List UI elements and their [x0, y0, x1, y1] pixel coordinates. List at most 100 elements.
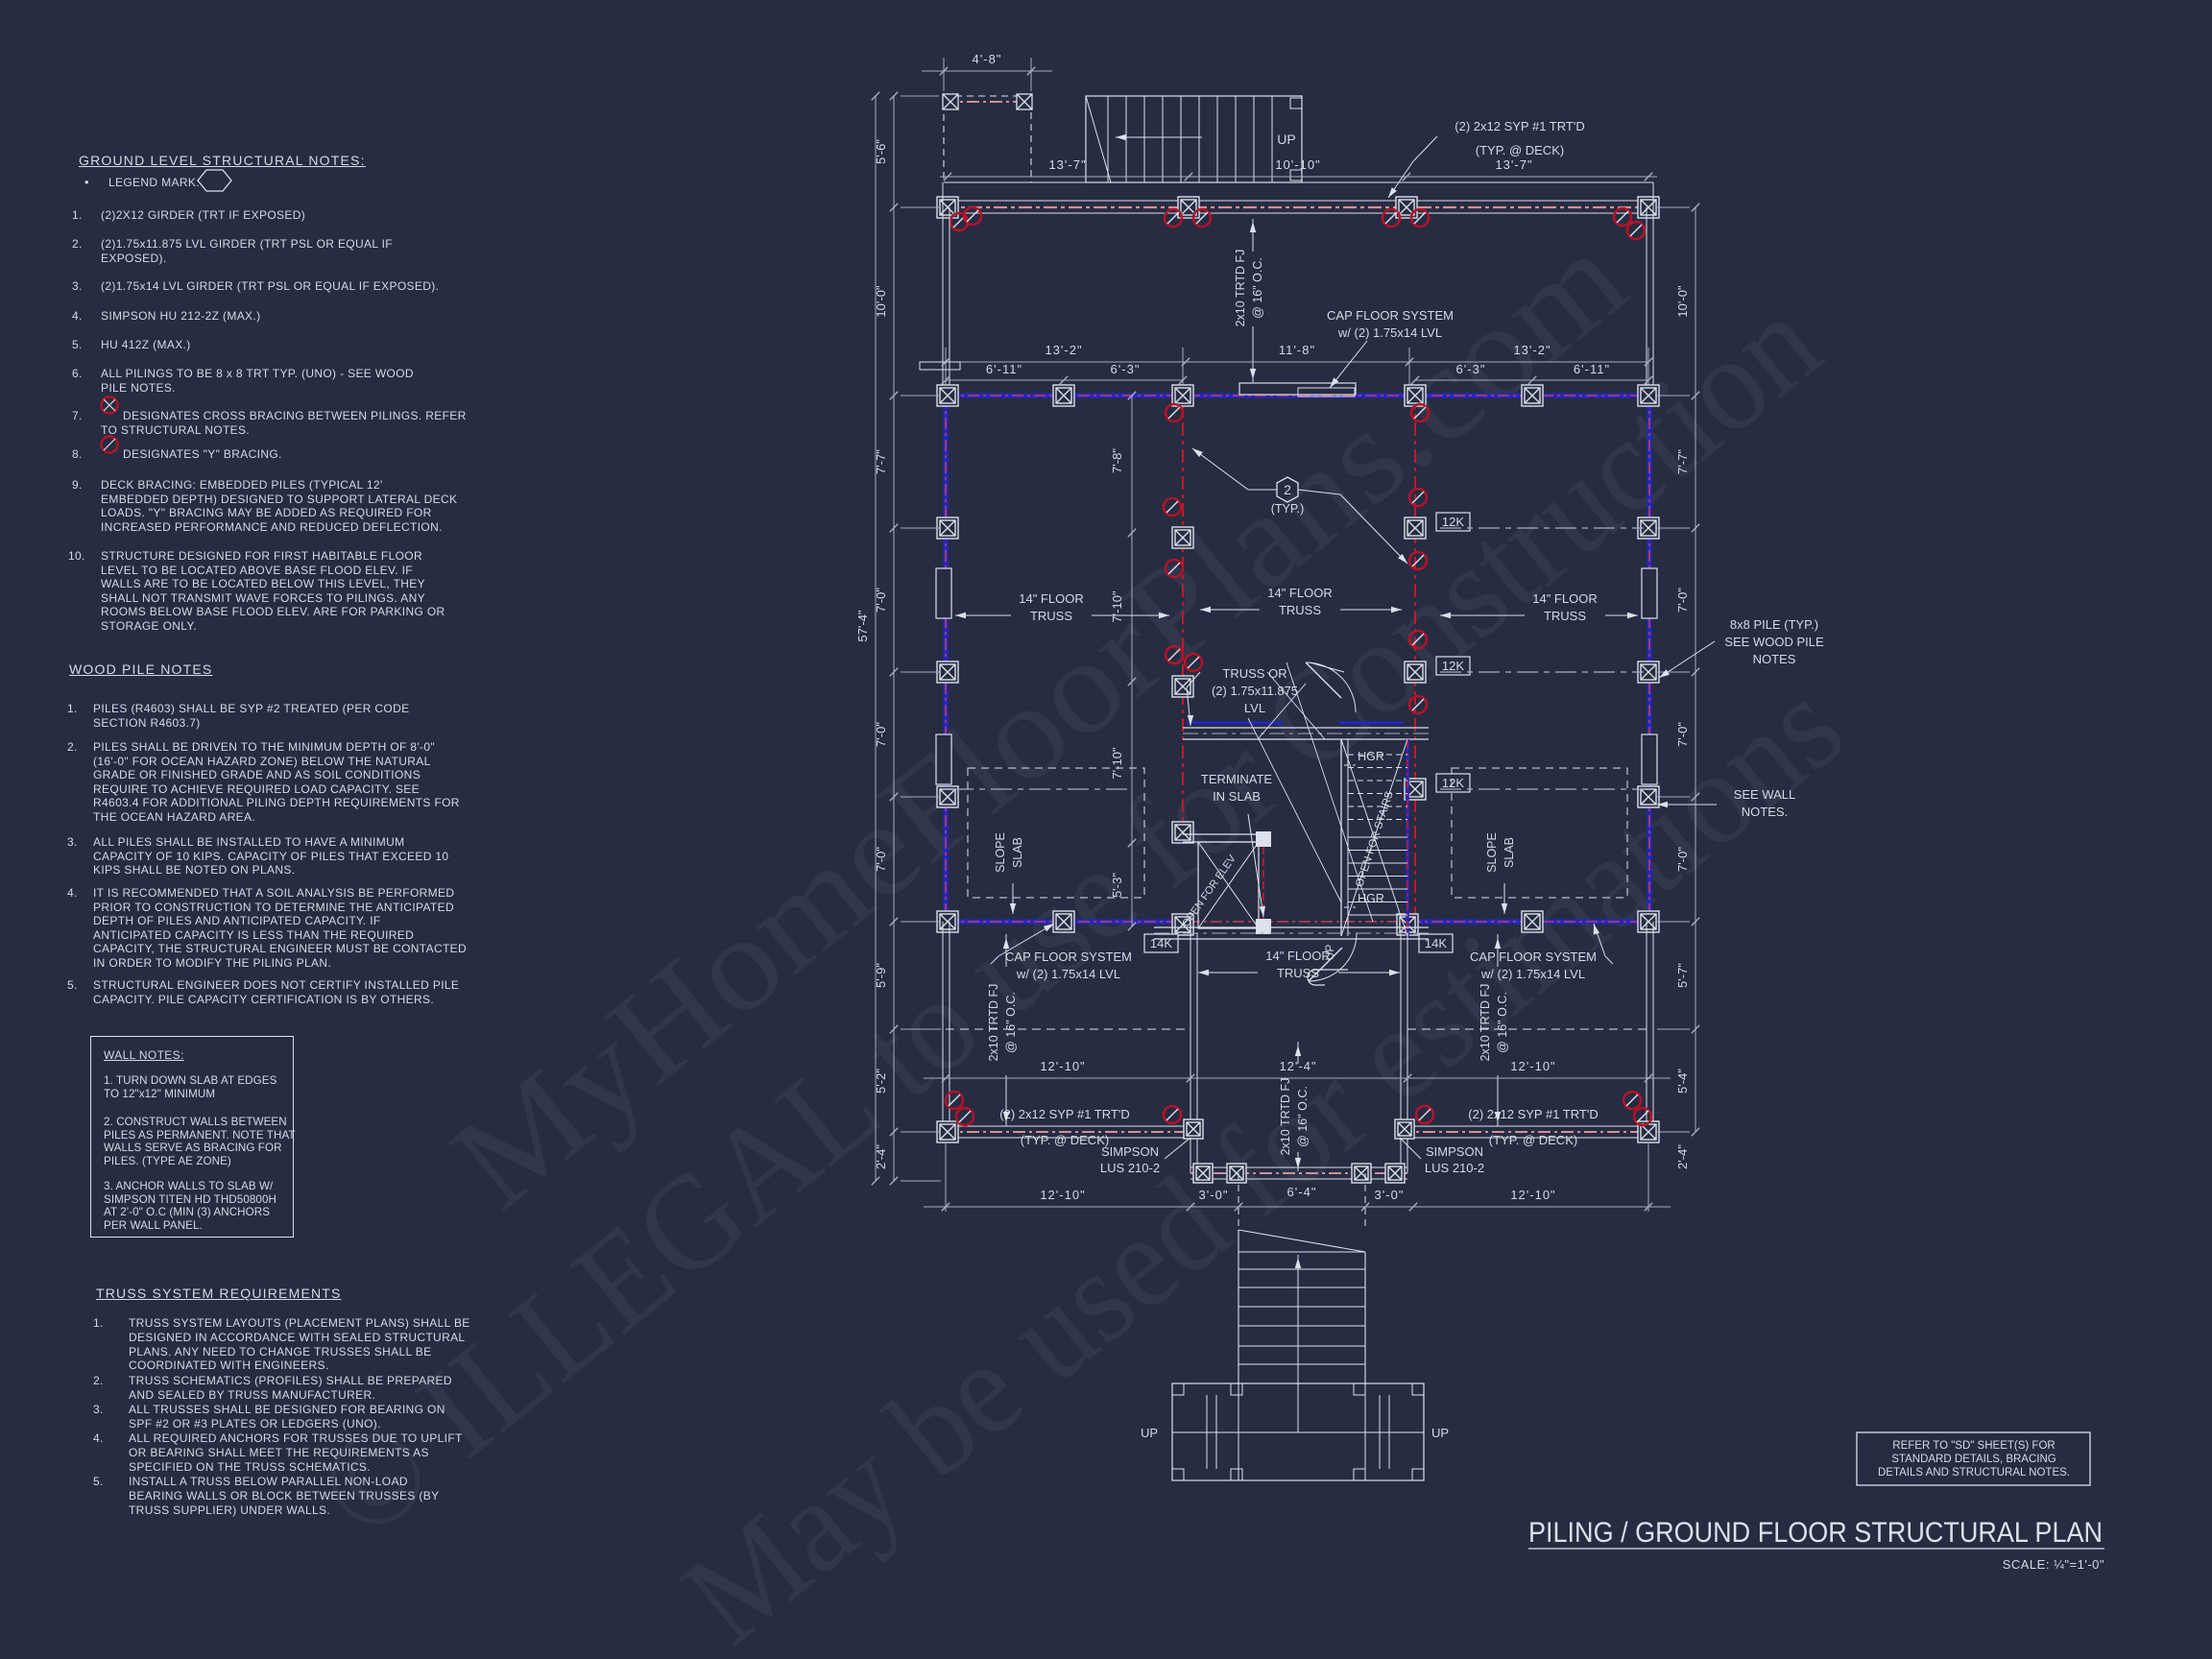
svg-text:(2) 1.75x11.875: (2) 1.75x11.875	[1212, 684, 1298, 698]
svg-text:7'-0": 7'-0"	[874, 588, 888, 613]
svg-text:12'-10": 12'-10"	[1510, 1059, 1555, 1073]
svg-text:PILING / GROUND FLOOR STRUCTUR: PILING / GROUND FLOOR STRUCTURAL PLAN	[1528, 1517, 2103, 1549]
svg-text:@ 16" O.C.: @ 16" O.C.	[1004, 992, 1018, 1053]
svg-text:3'-0": 3'-0"	[1375, 1188, 1405, 1202]
svg-text:SCALE: ¼"=1'-0": SCALE: ¼"=1'-0"	[2003, 1557, 2104, 1572]
svg-text:2x10 TRTD FJ: 2x10 TRTD FJ	[1279, 1078, 1292, 1156]
svg-text:SEE WOOD PILE: SEE WOOD PILE	[1724, 635, 1824, 649]
svg-text:SLAB: SLAB	[1503, 837, 1516, 868]
svg-text:DETAILS AND STRUCTURAL NOTES.: DETAILS AND STRUCTURAL NOTES.	[1878, 1467, 2070, 1479]
svg-text:@ 16" O.C.: @ 16" O.C.	[1251, 257, 1264, 319]
svg-text:STANDARD DETAILS, BRACING: STANDARD DETAILS, BRACING	[1891, 1454, 2056, 1465]
svg-text:5'-6": 5'-6"	[874, 139, 888, 164]
svg-text:57'-4": 57'-4"	[855, 610, 870, 642]
svg-text:2x10 TRTD FJ: 2x10 TRTD FJ	[1234, 250, 1247, 327]
svg-text:12'-4": 12'-4"	[1279, 1059, 1316, 1073]
svg-text:7'-7": 7'-7"	[1675, 449, 1690, 474]
svg-text:@ 16" O.C.: @ 16" O.C.	[1496, 992, 1509, 1053]
svg-text:2: 2	[1284, 482, 1291, 497]
svg-text:CAP FLOOR SYSTEM: CAP FLOOR SYSTEM	[1005, 950, 1132, 964]
svg-text:LVL: LVL	[1244, 701, 1265, 715]
svg-text:TRUSS: TRUSS	[1030, 609, 1072, 623]
svg-text:OPEN FOR STAIRS: OPEN FOR STAIRS	[1354, 789, 1396, 888]
svg-text:5'-3": 5'-3"	[1110, 873, 1124, 898]
svg-text:4'-8": 4'-8"	[973, 52, 1002, 66]
svg-text:7'-0": 7'-0"	[874, 847, 888, 872]
svg-text:14" FLOOR: 14" FLOOR	[1267, 586, 1332, 600]
svg-text:2'-4": 2'-4"	[874, 1144, 888, 1169]
svg-text:(2) 2x12 SYP #1 TRT'D: (2) 2x12 SYP #1 TRT'D	[1468, 1107, 1598, 1121]
svg-text:TERMINATE: TERMINATE	[1201, 772, 1272, 786]
svg-text:TRUSS: TRUSS	[1544, 609, 1586, 623]
svg-text:REFER TO "SD" SHEET(S) FOR: REFER TO "SD" SHEET(S) FOR	[1892, 1440, 2055, 1452]
svg-text:14" FLOOR: 14" FLOOR	[1019, 591, 1083, 606]
svg-text:10'-0": 10'-0"	[1675, 285, 1690, 318]
svg-text:12'-10": 12'-10"	[1040, 1059, 1085, 1073]
svg-text:8x8 PILE (TYP.): 8x8 PILE (TYP.)	[1730, 617, 1818, 632]
svg-text:11'-8": 11'-8"	[1279, 343, 1315, 357]
svg-text:7'-7": 7'-7"	[874, 449, 888, 474]
svg-text:5'-9": 5'-9"	[874, 963, 888, 988]
svg-text:13'-7": 13'-7"	[1495, 157, 1532, 172]
svg-text:13'-2": 13'-2"	[1513, 343, 1551, 357]
svg-text:UP: UP	[1277, 132, 1295, 147]
svg-text:14K: 14K	[1425, 936, 1447, 950]
svg-text:7'-0": 7'-0"	[1675, 588, 1690, 613]
svg-text:6'-4": 6'-4"	[1287, 1185, 1317, 1199]
svg-text:14K: 14K	[1150, 936, 1172, 950]
svg-text:(TYP. @ DECK): (TYP. @ DECK)	[1489, 1133, 1577, 1147]
svg-text:14" FLOOR: 14" FLOOR	[1532, 591, 1597, 606]
svg-text:13'-7": 13'-7"	[1048, 157, 1086, 172]
svg-text:5'-4": 5'-4"	[1675, 1069, 1690, 1094]
svg-text:2'-4": 2'-4"	[1675, 1144, 1690, 1169]
svg-text:UP: UP	[1141, 1426, 1158, 1440]
svg-text:6'-3": 6'-3"	[1456, 362, 1486, 376]
svg-text:7'-0": 7'-0"	[1675, 722, 1690, 747]
svg-text:2x10 TRTD FJ: 2x10 TRTD FJ	[1479, 984, 1492, 1062]
svg-text:NOTES: NOTES	[1753, 652, 1796, 666]
svg-text:LUS 210-2: LUS 210-2	[1100, 1161, 1160, 1175]
svg-text:SLOPE: SLOPE	[1485, 832, 1499, 873]
svg-text:7'-10": 7'-10"	[1110, 590, 1124, 623]
svg-text:SLAB: SLAB	[1011, 837, 1024, 868]
svg-text:SLOPE: SLOPE	[994, 832, 1007, 873]
svg-text:CAP FLOOR SYSTEM: CAP FLOOR SYSTEM	[1327, 308, 1454, 323]
svg-text:12'-10": 12'-10"	[1040, 1188, 1085, 1202]
svg-text:NOTES.: NOTES.	[1742, 805, 1788, 819]
svg-text:SEE WALL: SEE WALL	[1734, 787, 1796, 802]
svg-text:6'-11": 6'-11"	[986, 362, 1022, 376]
svg-text:w/ (2) 1.75x14 LVL: w/ (2) 1.75x14 LVL	[1337, 325, 1442, 340]
svg-text:5'-7": 5'-7"	[1675, 963, 1690, 988]
svg-text:7'-0": 7'-0"	[874, 722, 888, 747]
svg-text:SIMPSON: SIMPSON	[1426, 1144, 1483, 1159]
svg-text:13'-2": 13'-2"	[1045, 343, 1082, 357]
svg-text:TRUSS: TRUSS	[1277, 966, 1319, 980]
svg-text:UP: UP	[1431, 1426, 1449, 1440]
svg-text:6'-3": 6'-3"	[1111, 362, 1141, 376]
svg-text:3'-0": 3'-0"	[1199, 1188, 1229, 1202]
svg-text:(TYP.): (TYP.)	[1271, 502, 1305, 516]
svg-text:(2) 2x12 SYP #1 TRT'D: (2) 2x12 SYP #1 TRT'D	[1455, 119, 1584, 133]
svg-text:(2) 2x12 SYP #1 TRT'D: (2) 2x12 SYP #1 TRT'D	[999, 1107, 1129, 1121]
svg-text:2x10 TRTD FJ: 2x10 TRTD FJ	[987, 984, 1000, 1062]
svg-text:LUS 210-2: LUS 210-2	[1425, 1161, 1484, 1175]
svg-text:HGR: HGR	[1358, 892, 1384, 905]
svg-text:CAP FLOOR SYSTEM: CAP FLOOR SYSTEM	[1470, 950, 1597, 964]
svg-text:w/ (2) 1.75x14 LVL: w/ (2) 1.75x14 LVL	[1016, 967, 1120, 981]
svg-text:5'-2": 5'-2"	[874, 1069, 888, 1094]
svg-text:10'-10": 10'-10"	[1275, 157, 1320, 172]
svg-text:TRUSS OR: TRUSS OR	[1222, 666, 1286, 681]
svg-text:12K: 12K	[1442, 776, 1464, 790]
svg-text:7'-0": 7'-0"	[1675, 847, 1690, 872]
svg-text:12'-10": 12'-10"	[1510, 1188, 1555, 1202]
svg-text:UP: UP	[1323, 945, 1336, 961]
svg-text:(TYP. @ DECK): (TYP. @ DECK)	[1021, 1133, 1109, 1147]
svg-text:14" FLOOR: 14" FLOOR	[1265, 949, 1330, 963]
svg-text:TRUSS: TRUSS	[1279, 603, 1321, 617]
svg-text:(TYP. @ DECK): (TYP. @ DECK)	[1476, 143, 1564, 157]
svg-text:@ 16" O.C.: @ 16" O.C.	[1296, 1086, 1310, 1147]
svg-text:7'-8": 7'-8"	[1110, 448, 1124, 473]
svg-text:w/ (2) 1.75x14 LVL: w/ (2) 1.75x14 LVL	[1480, 967, 1585, 981]
svg-text:12K: 12K	[1442, 515, 1464, 529]
svg-text:IN SLAB: IN SLAB	[1213, 789, 1261, 804]
